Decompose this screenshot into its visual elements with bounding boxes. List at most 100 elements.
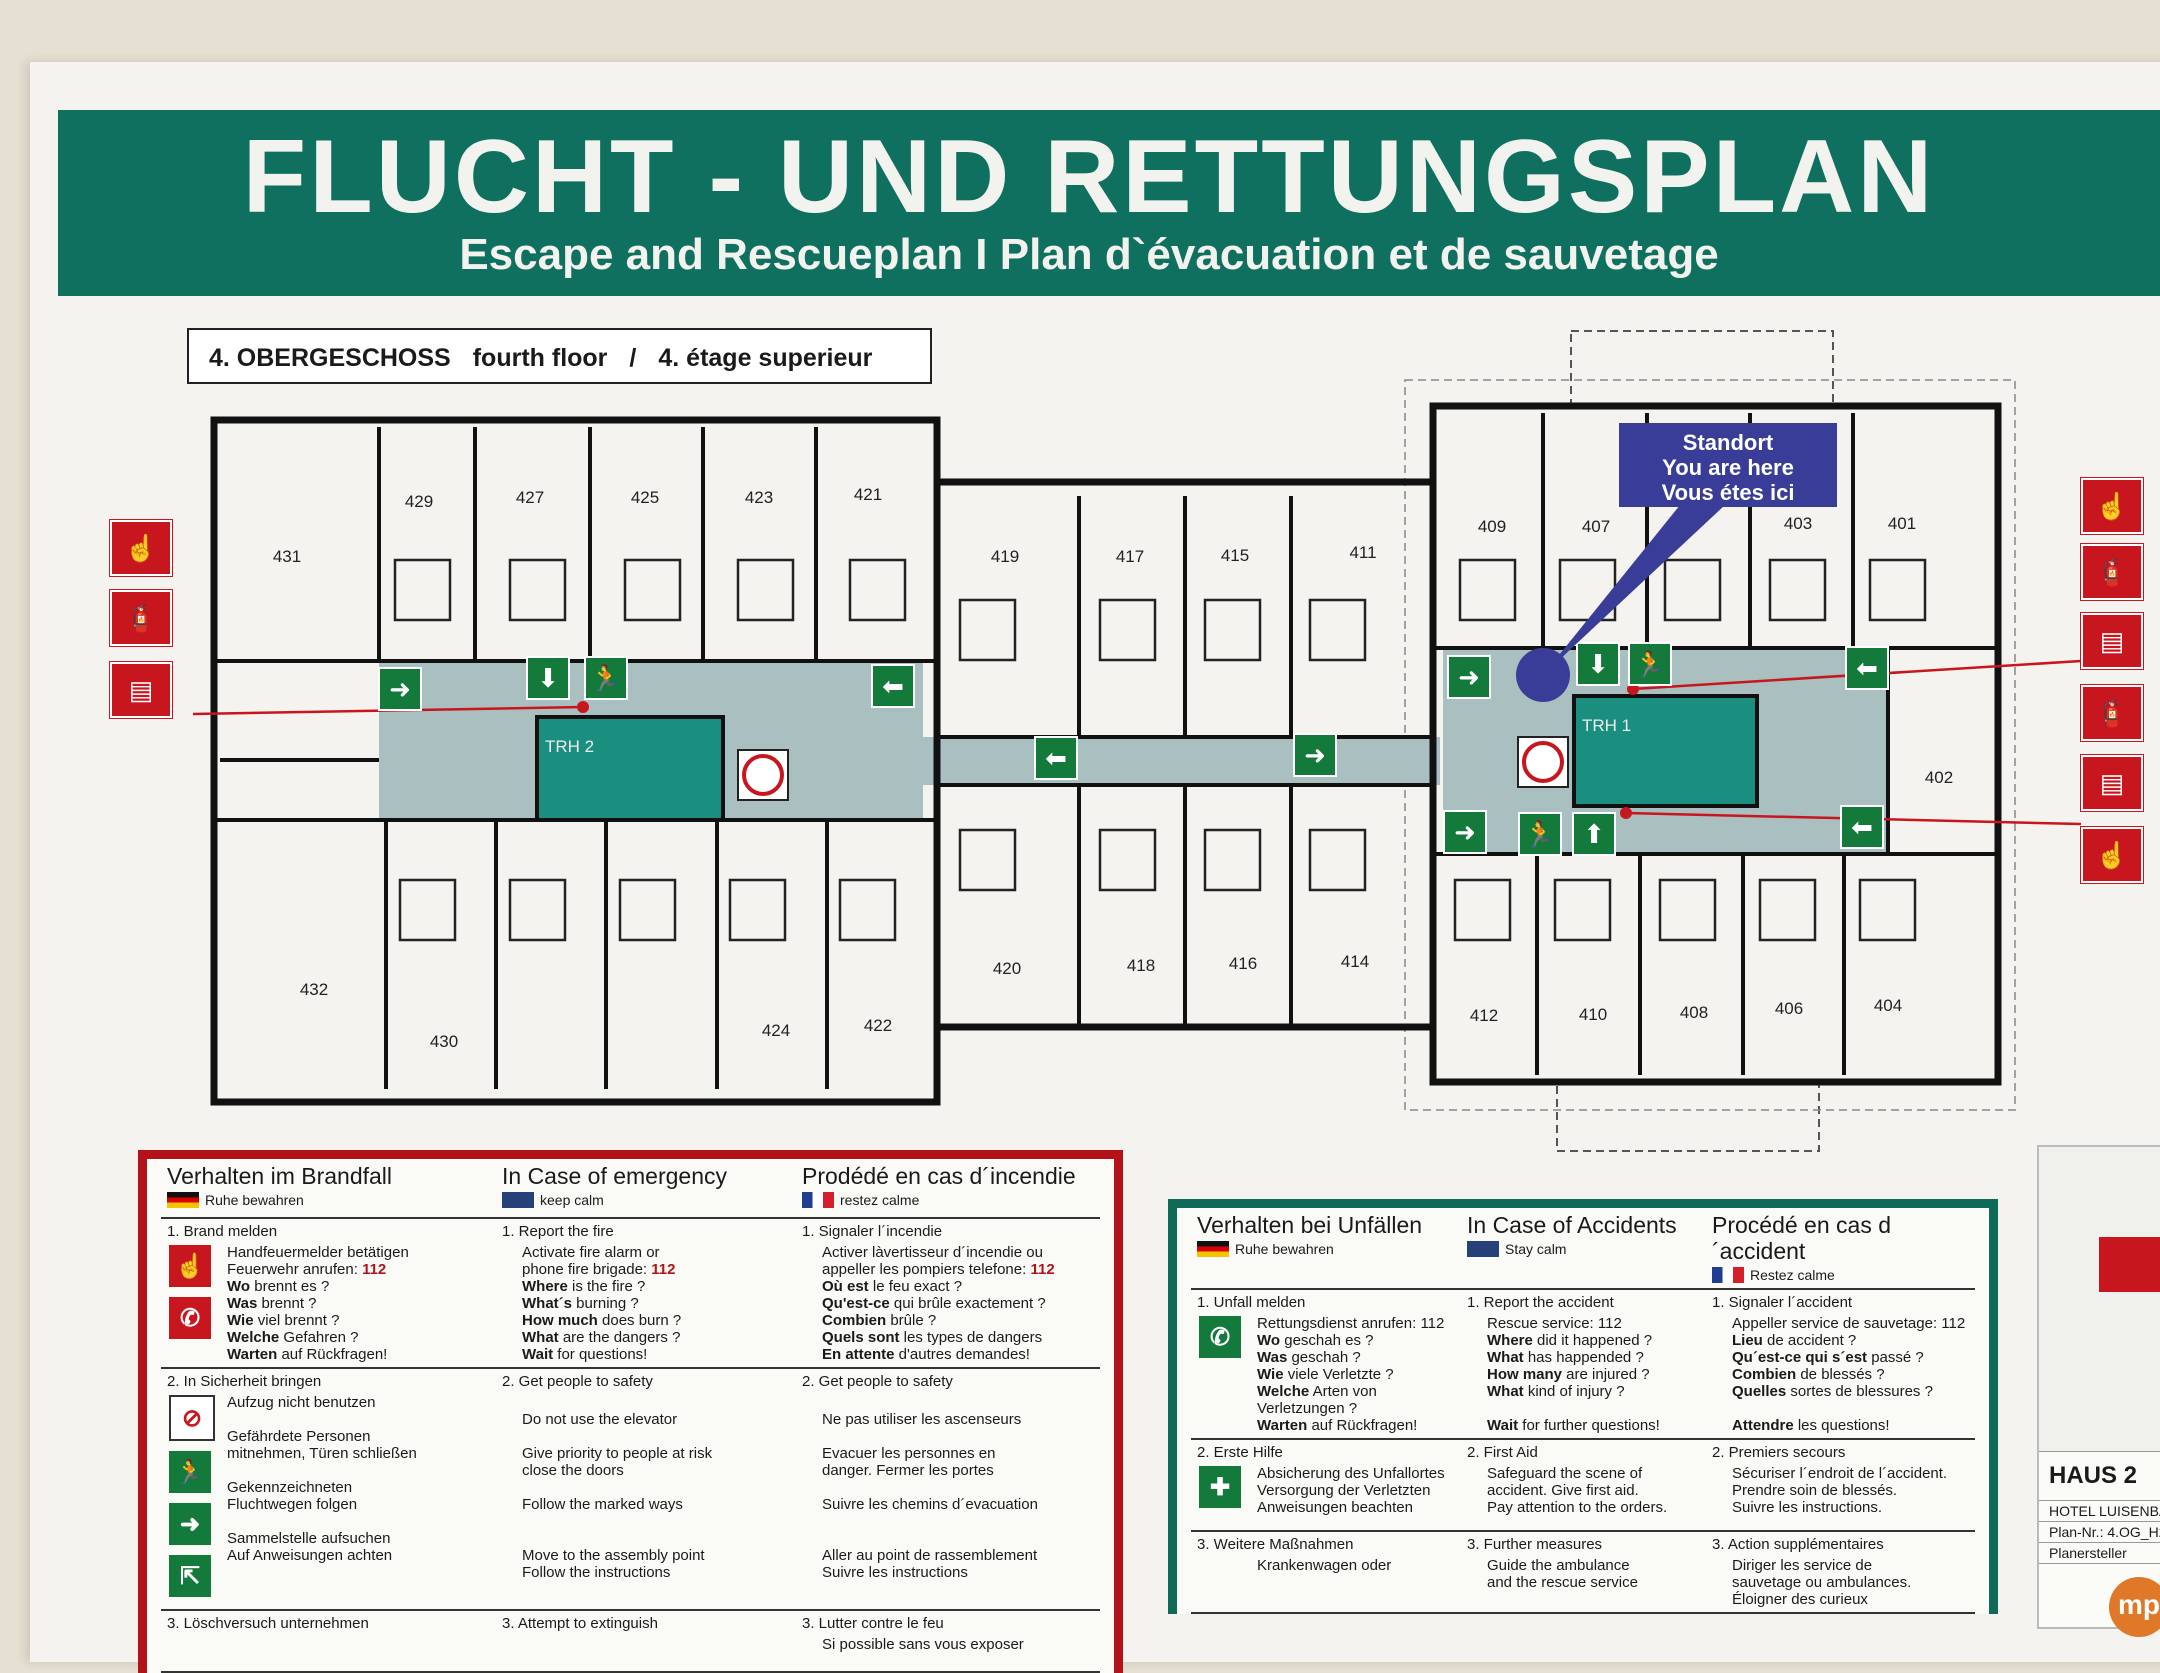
fire-hose-icon: ▤ (2080, 754, 2144, 812)
section-title: Verhalten bei Unfällen (1197, 1212, 1423, 1238)
room-number: 429 (405, 492, 433, 511)
room-number: 414 (1341, 952, 1369, 971)
exit-sign-left-icon: ⬅ (1034, 736, 1078, 780)
fire-alarm-icon: ☝ (169, 1245, 211, 1287)
exit-sign-glyph: ➜ (1454, 818, 1476, 848)
line-text: phone fire brigade: (522, 1261, 652, 1278)
flag-uk-icon (502, 1192, 534, 1208)
line-text: Rettungsdienst anrufen: 112 (1257, 1315, 1445, 1332)
step-heading: 3. Attempt to extinguish (502, 1615, 658, 1632)
line-marker (1620, 807, 1632, 819)
no-elevator-icon (742, 754, 784, 796)
instruction-row: 3. Löschversuch unternehmen 3. Attempt to… (161, 1611, 1100, 1673)
instruction-line: Activate fire alarm or (502, 1244, 790, 1261)
fire-alarm-icon: ☝ (2080, 826, 2144, 884)
instruction-line: Where did it happened ? (1467, 1332, 1700, 1349)
step-heading: 3. Lutter contre le feu (802, 1615, 944, 1632)
line-text: qui brûle exactement ? (889, 1295, 1046, 1312)
line-text: Krankenwagen oder (1257, 1557, 1392, 1574)
instruction-line: accident. Give first aid. (1467, 1482, 1700, 1499)
instruction-line: Attendre les questions! (1712, 1417, 1969, 1434)
section-subtitle: Stay calm (1467, 1240, 1700, 1258)
calm-text: keep calm (540, 1192, 604, 1208)
bold-keyword: Was (227, 1295, 258, 1312)
exit-sign-glyph: ➜ (1304, 741, 1326, 771)
flag-fr-icon (802, 1192, 834, 1208)
instruction-line: Wo geschah es ? (1197, 1332, 1455, 1349)
step-heading: 2. Premiers secours (1712, 1444, 1846, 1461)
instruction-line: Versorgung der Verletzten (1197, 1482, 1455, 1499)
section-title: Verhalten im Brandfall (167, 1163, 393, 1189)
instruction-line: What has happended ? (1467, 1349, 1700, 1366)
line-text: Aller au point de rassemblement (822, 1547, 1038, 1564)
step-heading: 1. Brand melden (167, 1223, 278, 1240)
line-text: Suivre les instructions (822, 1564, 968, 1581)
plan-creator: Planersteller (2039, 1543, 2160, 1564)
instruction-line: How much does burn ? (502, 1312, 790, 1329)
instruction-line: Combien brûle ? (802, 1312, 1094, 1329)
bold-keyword: What (1487, 1349, 1524, 1366)
icon-column: ✆ (1199, 1316, 1241, 1358)
line-text: Ne pas utiliser les ascenseurs (822, 1411, 1022, 1428)
icon-column: ✚ (1199, 1466, 1241, 1508)
exit-sign-glyph: ⬅ (1045, 744, 1067, 774)
instruction-line: danger. Fermer les portes (802, 1462, 1094, 1479)
room-number: 420 (993, 959, 1021, 978)
line-text: Si possible sans vous exposer (822, 1636, 1024, 1653)
line-text: Anweisungen beachten (1257, 1499, 1413, 1516)
instruction-line: Appeller service de sauvetage: 112 (1712, 1315, 1969, 1332)
step-heading: 3. Löschversuch unternehmen (167, 1615, 369, 1632)
section-subtitle: Ruhe bewahren (167, 1191, 490, 1209)
line-text: Sécuriser l´endroit de l´accident. (1732, 1465, 1948, 1482)
fire-phone-icon: ✆ (169, 1297, 211, 1339)
line-text: burning ? (572, 1295, 639, 1312)
bold-keyword: Warten (1257, 1417, 1308, 1434)
line-text: Handfeuermelder betätigen (227, 1244, 409, 1261)
room-number: 408 (1680, 1003, 1708, 1022)
line-text: Activer làvertisseur d´incendie ou (822, 1244, 1043, 1261)
first-aid-icon: ✚ (1199, 1466, 1241, 1508)
instruction-line: Gekennzeichneten (167, 1479, 490, 1496)
house-label: HAUS 2 (2039, 1452, 2160, 1501)
instruction-line: Quels sont les types de dangers (802, 1329, 1094, 1346)
instruction-line (502, 1530, 790, 1547)
plan-number: Plan-Nr.: 4.OG_H2 (2039, 1522, 2160, 1543)
line-text: Fluchtwegen folgen (227, 1496, 358, 1513)
line-text: Move to the assembly point (522, 1547, 705, 1564)
line-text: accident. Give first aid. (1487, 1482, 1639, 1499)
room-number: 431 (273, 547, 301, 566)
instruction-line: Qu´est-ce qui s´est passé ? (1712, 1349, 1969, 1366)
instruction-line (1467, 1400, 1700, 1417)
instruction-line: Follow the instructions (502, 1564, 790, 1581)
floor-sep: / (629, 344, 637, 372)
step-heading: 1. Report the fire (502, 1223, 614, 1240)
line-text: Do not use the elevator (522, 1411, 678, 1428)
bathroom (1308, 828, 1367, 892)
bathroom (393, 558, 452, 622)
icon-column: ⊘🏃➜⇱ (169, 1395, 215, 1597)
line-text: geschah es ? (1280, 1332, 1374, 1349)
instruction-line: Verletzungen ? (1197, 1400, 1455, 1417)
exit-sign-run-icon: 🏃 (1518, 812, 1562, 856)
line-text: Feuerwehr anrufen: (227, 1261, 363, 1278)
room-number: 432 (300, 980, 328, 999)
instruction-line: Suivre les instructions. (1712, 1499, 1969, 1516)
instruction-line: Suivre les instructions (802, 1564, 1094, 1581)
instruction-line: Sammelstelle aufsuchen (167, 1530, 490, 1547)
exit-sign-glyph: ⬅ (1856, 654, 1878, 684)
bold-keyword: What (1487, 1383, 1524, 1400)
you-are-here-marker (1516, 648, 1570, 702)
fire-alarm-icon: ☝ (109, 519, 173, 577)
exit-sign-glyph: ⬅ (1851, 813, 1873, 843)
flag-de-icon (1197, 1241, 1229, 1257)
instruction-line: Gefährdete Personen (167, 1428, 490, 1445)
